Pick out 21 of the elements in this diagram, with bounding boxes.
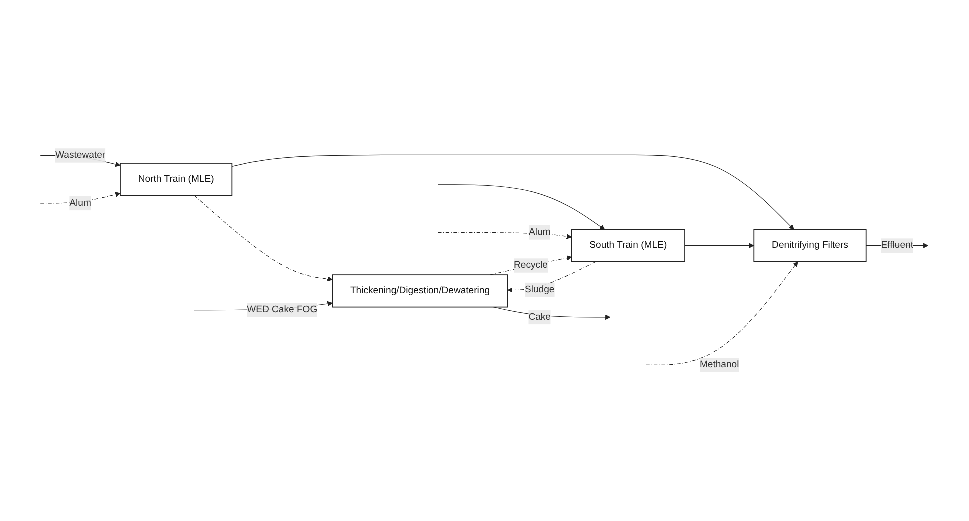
node-box: North Train (MLE) — [120, 163, 233, 196]
arrow — [646, 262, 798, 366]
node-box: Thickening/Digestion/Dewatering — [332, 274, 508, 308]
node-box: Denitrifying Filters — [754, 229, 867, 262]
edge-label: Effluent — [881, 240, 914, 251]
arrow — [438, 232, 572, 240]
arrow — [40, 192, 121, 204]
edge-label: Alum — [70, 198, 92, 208]
edge-label: Cake — [528, 312, 551, 322]
edge-label: WED Cake FOG — [247, 304, 318, 316]
edge-label: Sludge — [524, 284, 555, 295]
arrow — [438, 184, 606, 230]
arrow — [194, 195, 333, 282]
node-box: South Train (MLE) — [571, 229, 686, 262]
edge-label: Alum — [528, 227, 551, 238]
edge-label: Recycle — [514, 260, 548, 271]
arrow — [232, 154, 794, 230]
edge-label: Methanol — [700, 360, 740, 370]
arrow — [684, 243, 754, 248]
edge-label: Wastewater — [56, 150, 106, 161]
arrow — [490, 256, 572, 276]
